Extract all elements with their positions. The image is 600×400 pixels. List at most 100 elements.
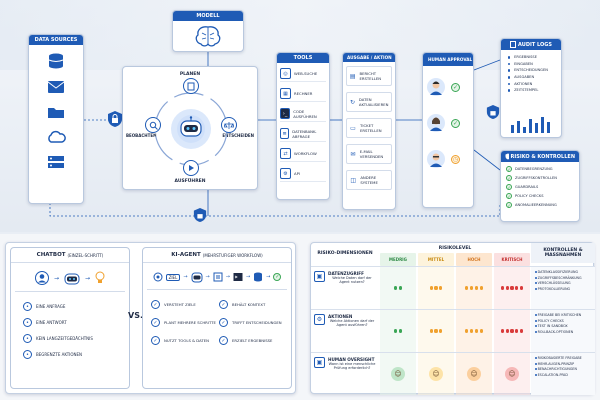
chat-icon: • xyxy=(23,302,32,311)
risk-dot xyxy=(465,329,469,333)
planen-label: PLANEN xyxy=(179,72,201,77)
check-icon: ✓ xyxy=(506,175,512,181)
shield-icon xyxy=(505,153,509,160)
risk-row-desc: Welche Daten darf der Agent nutzen? xyxy=(332,276,372,285)
bullet-icon xyxy=(507,76,511,79)
risk-dot xyxy=(519,329,524,333)
check-icon: ✓ xyxy=(506,193,512,199)
risk-dot xyxy=(470,329,474,333)
audit-label: AKTIONEN xyxy=(514,81,533,86)
col-dimensionen: RISIKO-DIMENSIONEN xyxy=(317,250,373,256)
risiko-label: POLICY CHECKS xyxy=(515,193,544,198)
report-icon: ▤ xyxy=(349,72,356,80)
tool-item: ›_CODE AUSFÜHREN xyxy=(280,106,326,122)
chatbot-feature: •BEGRENZTE AKTIONEN xyxy=(23,350,117,359)
terminal-icon xyxy=(233,273,243,281)
agent-feature-label: VERSTEHT ZIELE xyxy=(164,302,196,307)
chatbot-feature-label: KEIN LANGZEITGEDÄCHTNIS xyxy=(36,336,93,341)
tools-panel: TOOLS ◎WEB-SUCHE▦RECHNER›_CODE AUSFÜHREN… xyxy=(276,52,330,200)
control-label: FREIGABE BEI KRITISCHEN xyxy=(537,313,582,317)
agent-subtitle: (MEHRSTUFIGER WORKFLOW) xyxy=(202,252,263,258)
tool-label: WORKFLOW xyxy=(294,151,317,156)
agent-feature: ✓TRIFFT ENTSCHEIDUNGEN xyxy=(219,318,287,327)
level-header: HOCH xyxy=(456,253,492,266)
tool-item: ◎WEB-SUCHE xyxy=(280,66,326,82)
refresh-icon: ↻ xyxy=(349,98,355,106)
risiko-label: DATENBEGRENZUNG xyxy=(515,166,553,171)
feature-icon: ✓ xyxy=(219,300,228,309)
person-badge-icon: ☺ xyxy=(391,367,405,381)
audit-label: ENTSCHEIDUNGEN xyxy=(514,68,548,73)
agent-feature-label: TRIFFT ENTSCHEIDUNGEN xyxy=(232,320,282,325)
bullet-icon xyxy=(534,325,537,328)
agent-feature-label: PLANT MEHRERE SCHRITTE xyxy=(164,320,216,325)
robot-icon xyxy=(64,273,80,285)
risiko-label: ANOMALIEERKENNUNG xyxy=(515,202,557,207)
risk-dot xyxy=(479,329,483,333)
human-approval-panel: HUMAN APPROVAL ✓ ✓ ◷ xyxy=(422,52,474,208)
control-item: POLICY CHECKS xyxy=(534,319,592,323)
tool-item: ⇄WORKFLOW xyxy=(280,146,326,162)
reply-icon: • xyxy=(23,318,32,327)
risk-dot xyxy=(434,286,438,290)
tool-label: WEB-SUCHE xyxy=(294,71,318,76)
play-icon xyxy=(183,160,199,176)
vs-label: VS. xyxy=(128,311,143,320)
agent-feature-label: NUTZT TOOLS & DATEN xyxy=(164,338,209,343)
control-item: FREIGABE BEI KRITISCHEN xyxy=(534,313,592,317)
output-item: ◫ANDERE SYSTEME xyxy=(346,170,392,190)
user-icon xyxy=(34,271,49,285)
bullet-icon xyxy=(534,373,537,376)
risk-dot xyxy=(470,286,474,290)
risk-level-cell xyxy=(380,310,416,352)
control-label: ROLLBACK-OPTIONEN xyxy=(537,329,574,334)
output-label: ANDERE SYSTEME xyxy=(360,175,378,185)
risk-table: RISIKO-DIMENSIONEN RISIKOLEVEL KONTROLLE… xyxy=(310,242,595,395)
risk-level-cell xyxy=(418,310,454,352)
cloud-icon xyxy=(48,130,66,143)
tool-label: RECHNER xyxy=(294,91,313,96)
data-sources-panel: DATA SOURCES xyxy=(28,34,84,204)
tool-label: API xyxy=(294,171,301,176)
entscheiden-label: ENTSCHEIDEN xyxy=(222,133,254,138)
bullet-icon xyxy=(534,287,537,290)
control-label: POLICY CHECKS xyxy=(537,318,564,323)
risk-level-cell xyxy=(380,267,416,309)
bullet-icon xyxy=(507,69,511,72)
risk-dot xyxy=(474,329,478,333)
risk-dot xyxy=(510,286,514,290)
risk-dot xyxy=(479,286,483,290)
risiko-item: ✓GUARDRAILS xyxy=(506,184,574,190)
chatbot-subtitle: (EINZEL-SCHRITT) xyxy=(67,252,104,258)
chatbot-title: CHATBOT xyxy=(36,252,66,258)
bullet-icon xyxy=(507,89,511,92)
risk-row-title: AKTIONEN xyxy=(328,314,353,319)
calculator-icon: ▦ xyxy=(280,88,291,99)
risiko-label: ZUGRIFFSKONTROLLEN xyxy=(515,175,557,180)
data-sources-title: DATA SOURCES xyxy=(29,35,83,45)
arrow-icon: → xyxy=(53,274,59,282)
tool-item: ▦RECHNER xyxy=(280,86,326,102)
arrow-icon: → xyxy=(85,274,91,282)
risiko-item: ✓POLICY CHECKS xyxy=(506,193,574,199)
agent-feature: ✓ERZIELT ERGEBNISSE xyxy=(219,336,287,345)
output-label: E-MAIL VERSENDEN xyxy=(359,149,384,159)
risiko-item: ✓DATENBEGRENZUNG xyxy=(506,166,574,172)
scale-icon xyxy=(221,117,237,133)
audit-label: ERGEBNISSE xyxy=(514,55,537,59)
bullet-icon xyxy=(534,362,537,365)
control-label: VERSCHLÜSSELUNG xyxy=(537,281,571,286)
bullet-icon xyxy=(534,368,537,371)
database-icon xyxy=(254,272,263,282)
risiko-label: GUARDRAILS xyxy=(515,184,539,189)
gear-icon: ⚙ xyxy=(314,314,325,325)
tool-item: ⚙API xyxy=(280,166,326,182)
control-item: BENACHRICHTIGUNGEN xyxy=(534,367,592,371)
bar-chart-icon xyxy=(511,117,550,133)
target-icon xyxy=(153,272,163,282)
tool-item: ≣DATENBANK-ABFRAGE xyxy=(280,126,326,142)
database-lock-icon: ▣ xyxy=(314,271,325,282)
bullet-icon xyxy=(534,282,537,285)
audit-item: ZEITSTEMPEL xyxy=(507,88,555,93)
level-header: KRITISCH xyxy=(494,253,530,266)
